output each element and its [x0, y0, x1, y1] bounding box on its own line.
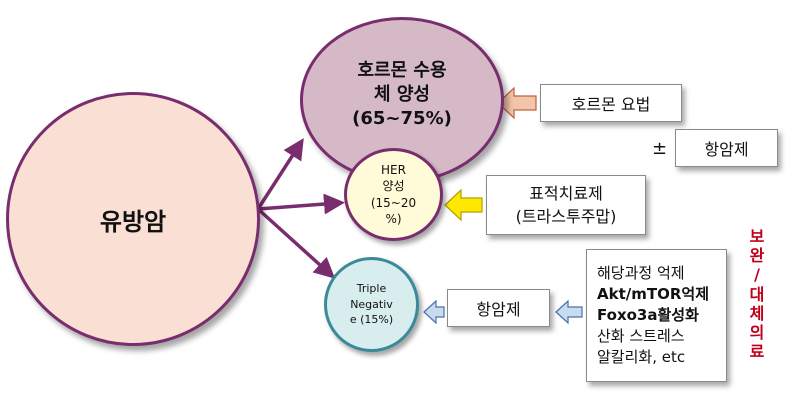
arrow-targeted-icon	[444, 188, 483, 222]
tn-line-1: Triple	[356, 282, 387, 296]
side-char: /	[754, 265, 760, 285]
alternative-therapy-box: 해당과정 억제 Akt/mTOR억제 Foxo3a활성화 산화 스트레스 알칼리…	[586, 249, 727, 382]
alt-item: 산화 스트레스	[597, 327, 685, 345]
connector-to-tn	[256, 207, 336, 279]
arrow-chemo-tn-icon	[423, 299, 445, 325]
breast-cancer-label: 유방암	[99, 207, 167, 236]
targeted-line-2: (트라스투주맙)	[515, 207, 617, 226]
side-char: 완	[749, 246, 765, 266]
side-char: 의	[749, 322, 765, 342]
side-char: 보	[749, 227, 765, 246]
side-char: 체	[749, 303, 765, 323]
alt-item: Foxo3a활성화	[597, 306, 699, 324]
her-line-3: (15~20	[370, 195, 417, 210]
chemotherapy-label-2: 항암제	[476, 300, 521, 319]
tn-line-3: e (15%)	[349, 313, 394, 327]
her-line-1: HER	[381, 163, 406, 178]
side-char: 대	[749, 284, 765, 304]
connector-to-her	[257, 193, 345, 215]
targeted-therapy-box: 표적치료제 (트라스투주맙)	[486, 175, 646, 235]
complementary-alternative-medicine-label: 보 완 / 대 체 의 료	[744, 227, 770, 361]
chemotherapy-box-2: 항암제	[447, 289, 550, 327]
targeted-line-1: 표적치료제	[529, 183, 603, 203]
alt-item: 알칼리화, etc	[597, 348, 686, 366]
her-positive-node: HER 양성 (15~20 %)	[344, 148, 443, 241]
alt-item: 해당과정 억제	[597, 264, 685, 282]
hormone-therapy-box: 호르몬 요법	[540, 84, 682, 122]
plus-minus-sign: ±	[652, 138, 668, 159]
hormone-therapy-label: 호르몬 요법	[571, 95, 651, 114]
connector-to-hormone	[256, 138, 304, 210]
triple-negative-node: Triple Negativ e (15%)	[324, 257, 419, 352]
tn-line-2: Negativ	[350, 297, 393, 311]
her-line-2: 양성	[382, 179, 405, 194]
hormone-receptor-line-3: (65~75%)	[352, 108, 452, 130]
chemotherapy-label-1: 항암제	[704, 140, 749, 159]
arrow-hormone-therapy-icon	[497, 86, 537, 120]
side-char: 료	[749, 342, 765, 362]
her-line-4: %)	[385, 211, 402, 226]
hormone-receptor-line-2: 체 양성	[374, 83, 430, 105]
alt-item: Akt/mTOR억제	[597, 285, 709, 303]
arrow-alt-icon	[555, 299, 583, 325]
hormone-receptor-line-1: 호르몬 수용	[357, 59, 447, 81]
chemotherapy-box-1: 항암제	[675, 129, 778, 167]
breast-cancer-node: 유방암	[6, 92, 260, 346]
